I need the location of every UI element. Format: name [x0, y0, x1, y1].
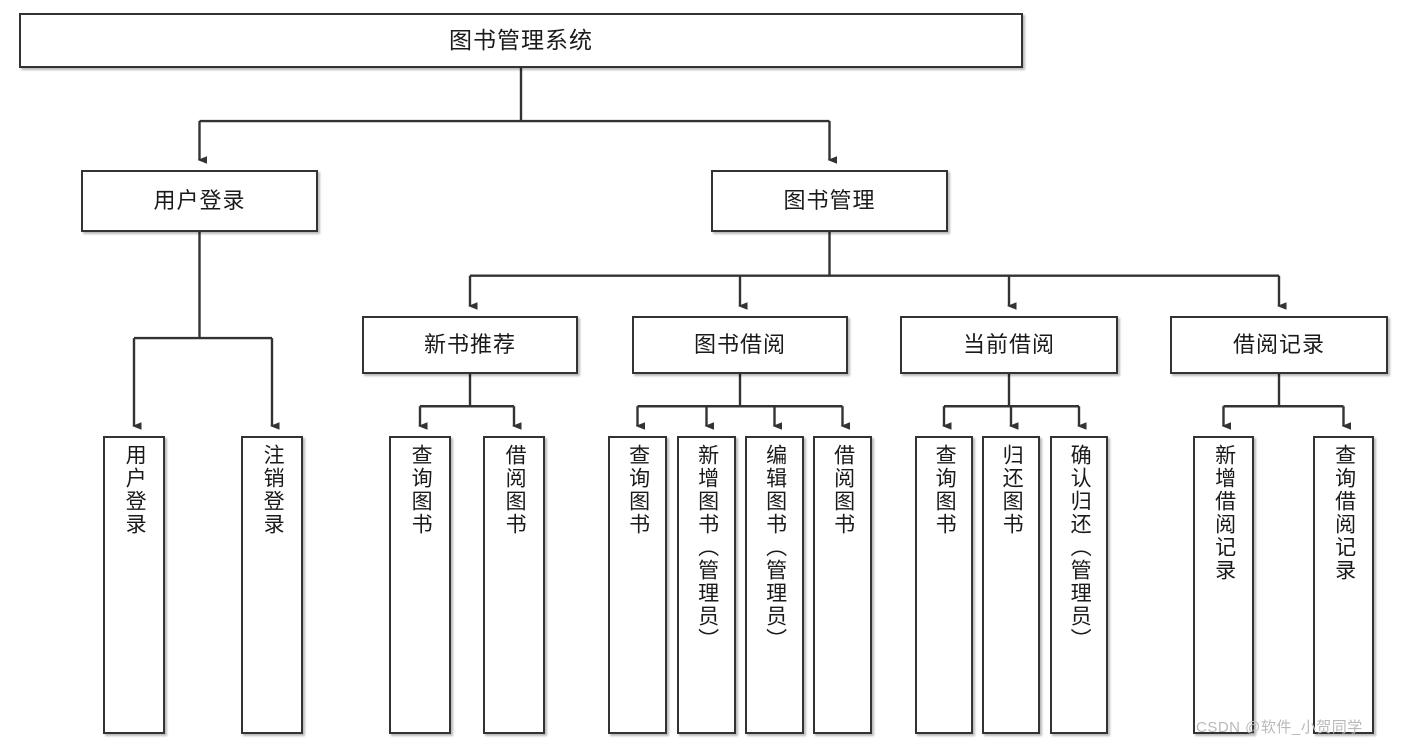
node-label: 借阅记录 [1232, 331, 1325, 357]
node-leaf-return-book[interactable]: 归还图书 [982, 436, 1040, 734]
node-label: 查询图书 [626, 444, 650, 536]
node-label: 用户登录 [153, 187, 246, 213]
node-leaf-query-book-2[interactable]: 查询图书 [608, 436, 667, 734]
node-label: 注销登录 [261, 444, 285, 536]
node-leaf-borrow-book-1[interactable]: 借阅图书 [483, 436, 545, 734]
node-label: 图书管理系统 [449, 26, 593, 53]
node-label: 用户登录 [123, 444, 147, 536]
node-label: 图书管理 [783, 187, 876, 213]
csdn-watermark: CSDN @软件_小贺同学 [1196, 719, 1363, 736]
node-leaf-query-record[interactable]: 查询借阅记录 [1313, 436, 1374, 734]
node-root[interactable]: 图书管理系统 [19, 13, 1023, 68]
node-label: 借阅图书 [503, 444, 527, 536]
node-leaf-query-book-3[interactable]: 查询图书 [915, 436, 973, 734]
node-leaf-user-login[interactable]: 用户登录 [103, 436, 165, 734]
node-leaf-add-book[interactable]: 新增图书（管理员） [677, 436, 736, 734]
node-label: 查询图书 [409, 444, 433, 536]
node-label: 查询借阅记录 [1332, 444, 1356, 582]
node-label: 新增图书（管理员） [695, 444, 719, 651]
node-leaf-edit-book[interactable]: 编辑图书（管理员） [745, 436, 804, 734]
node-book-borrow[interactable]: 图书借阅 [632, 316, 848, 374]
node-leaf-confirm-return[interactable]: 确认归还（管理员） [1050, 436, 1108, 734]
node-leaf-logout[interactable]: 注销登录 [241, 436, 303, 734]
node-label: 查询图书 [933, 444, 957, 536]
node-label: 新书推荐 [423, 331, 516, 357]
node-label: 编辑图书（管理员） [763, 444, 787, 651]
node-borrow-record[interactable]: 借阅记录 [1170, 316, 1388, 374]
node-current-borrow[interactable]: 当前借阅 [900, 316, 1118, 374]
node-new-book-rec[interactable]: 新书推荐 [362, 316, 578, 374]
node-book-manage[interactable]: 图书管理 [711, 170, 948, 232]
node-leaf-borrow-book-2[interactable]: 借阅图书 [813, 436, 872, 734]
node-label: 归还图书 [1000, 444, 1024, 536]
node-label: 当前借阅 [962, 331, 1055, 357]
node-user-login[interactable]: 用户登录 [81, 170, 318, 232]
node-leaf-add-record[interactable]: 新增借阅记录 [1193, 436, 1254, 734]
node-label: 新增借阅记录 [1212, 444, 1236, 582]
node-leaf-query-book-1[interactable]: 查询图书 [389, 436, 451, 734]
node-label: 确认归还（管理员） [1068, 444, 1092, 651]
node-label: 借阅图书 [831, 444, 855, 536]
node-label: 图书借阅 [693, 331, 786, 357]
